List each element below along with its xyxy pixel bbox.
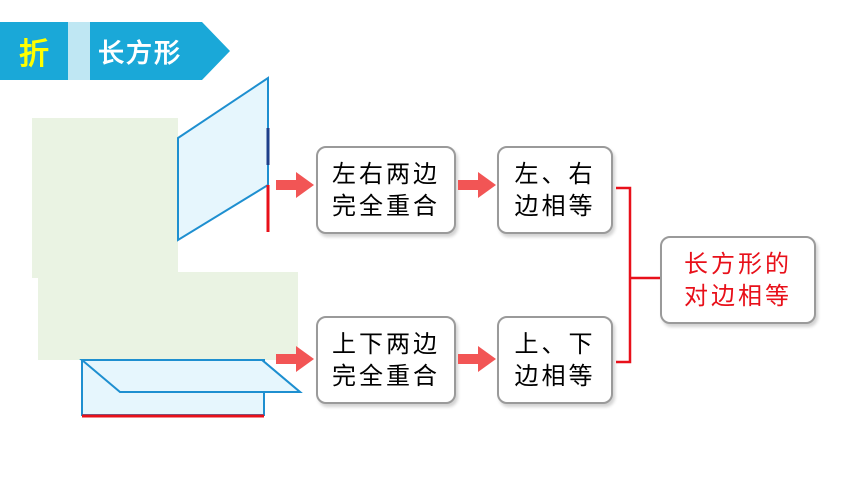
paper-rectangle-top [32,118,178,278]
box-line: 左右两边 [332,160,440,188]
box-line: 完全重合 [332,362,440,390]
box-line: 边相等 [514,362,596,390]
vertical-fold-illustration [32,76,270,278]
box-line: 上、下 [514,330,596,358]
box-left-right-equal: 左、右边相等 [497,146,613,234]
box-line: 完全重合 [332,192,440,220]
paper-rectangle-bottom [38,272,298,360]
box-line: 左、右 [514,160,596,188]
box-top-bottom-coincide: 上下两边完全重合 [316,316,456,404]
box-line: 上下两边 [332,330,440,358]
header-title: 长方形 [98,38,183,69]
box-left-right-coincide: 左右两边完全重合 [316,146,456,234]
box-top-bottom-equal: 上、下边相等 [497,316,613,404]
box-line: 长方形的 [684,250,792,278]
box-line: 边相等 [514,192,596,220]
folded-flap-front [79,359,303,393]
header-badge [0,22,68,80]
box-conclusion: 长方形的对边相等 [660,236,816,324]
header-divider [68,22,90,80]
box-line: 对边相等 [684,282,792,310]
horizontal-fold-illustration [38,272,303,418]
header-badge-char: 折 [19,37,49,72]
header-ribbon [90,22,230,80]
